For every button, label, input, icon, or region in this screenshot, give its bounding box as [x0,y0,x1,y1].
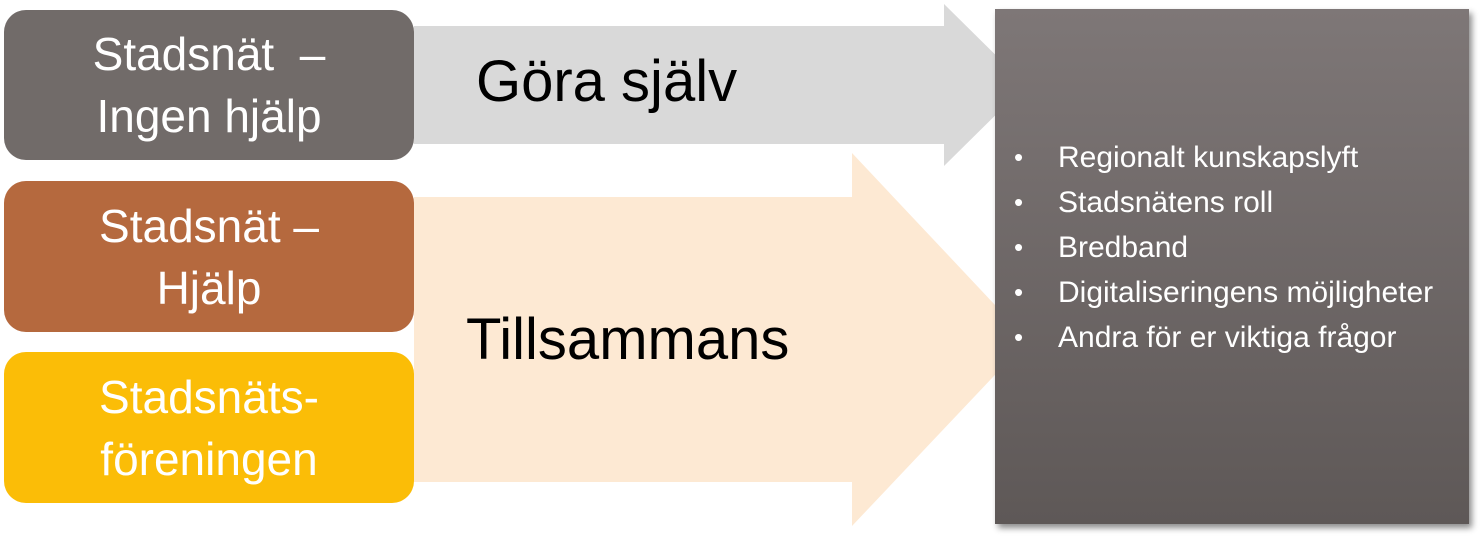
box-label-line2: Ingen hjälp [96,90,322,142]
topic-item: Stadsnätens roll [1014,180,1464,225]
box-label-line2: Hjälp [156,261,262,314]
arrow-label-gora-sjalv: Göra själv [476,49,738,114]
box-stadsnatsforeningen: Stadsnäts- föreningen [4,352,414,503]
topics-list: Regionalt kunskapslyft Stadsnätens roll … [1014,135,1464,360]
topic-item: Digitaliseringens möjligheter [1014,270,1464,315]
topic-item: Regionalt kunskapslyft [1014,135,1464,180]
topic-item: Bredband [1014,225,1464,270]
box-label-line1: Stadsnät – [92,28,326,80]
box-label-line1: Stadsnäts- [99,370,319,423]
box-label-line2: föreningen [100,432,318,485]
box-stadsnat-ingen-hjalp: Stadsnät – Ingen hjälp [4,10,414,160]
arrow-tillsammans [414,153,1028,526]
box-stadsnat-hjalp: Stadsnät – Hjälp [4,181,414,332]
arrow-label-tillsammans: Tillsammans [466,307,790,372]
arrow-gora-sjalv [414,4,1026,166]
topic-item: Andra för er viktiga frågor [1014,315,1464,360]
box-label-line1: Stadsnät – [99,199,319,252]
